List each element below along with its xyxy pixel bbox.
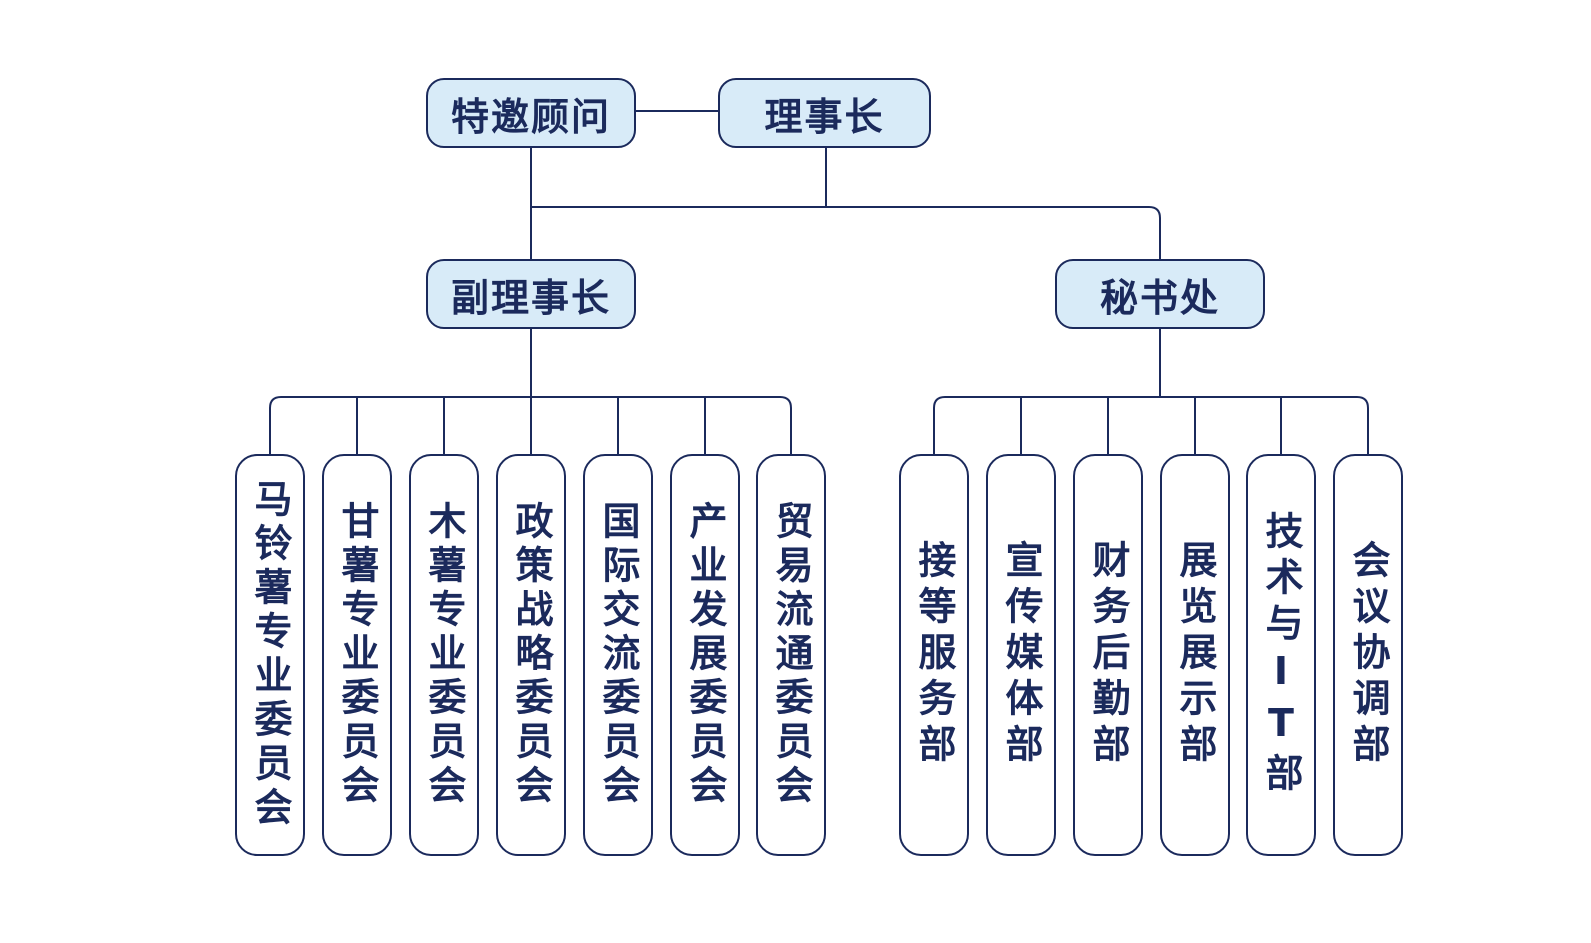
committee-label: 国际交流委员会: [596, 501, 640, 809]
committee-trade-circulation: 贸易流通委员会: [756, 454, 826, 856]
department-exhibition: 展览展示部: [1160, 454, 1230, 856]
committee-label: 木薯专业委员会: [422, 501, 466, 809]
committee-label: 马铃薯专业委员会: [248, 479, 292, 831]
department-label: 接等服务部: [912, 540, 956, 770]
committee-label: 贸易流通委员会: [769, 501, 813, 809]
committee-international-exchange: 国际交流委员会: [583, 454, 653, 856]
committee-potato: 马铃薯专业委员会: [235, 454, 305, 856]
department-meeting-coordination: 会议协调部: [1333, 454, 1403, 856]
vice-chairman-node: 副理事长: [426, 259, 636, 329]
department-media: 宣传媒体部: [986, 454, 1056, 856]
committee-policy-strategy: 政策战略委员会: [496, 454, 566, 856]
department-label: 展览展示部: [1173, 540, 1217, 770]
department-technology-it: 技术与IT部: [1246, 454, 1316, 856]
committee-industry-development: 产业发展委员会: [670, 454, 740, 856]
committee-sweet-potato: 甘薯专业委员会: [322, 454, 392, 856]
department-label: 宣传媒体部: [999, 540, 1043, 770]
chairman-node: 理事长: [718, 78, 931, 148]
departments-bus: [933, 396, 1369, 454]
secretariat-node: 秘书处: [1055, 259, 1265, 329]
department-label: 财务后勤部: [1086, 540, 1130, 770]
department-label: 技术与IT部: [1259, 511, 1303, 799]
department-label: 会议协调部: [1346, 540, 1390, 770]
committee-cassava: 木薯专业委员会: [409, 454, 479, 856]
department-reception-service: 接等服务部: [899, 454, 969, 856]
advisor-node: 特邀顾问: [426, 78, 636, 148]
connector-branch-secretariat: [531, 206, 1161, 259]
committee-label: 甘薯专业委员会: [335, 501, 379, 809]
committee-label: 政策战略委员会: [509, 501, 553, 809]
committee-label: 产业发展委员会: [683, 501, 727, 809]
department-finance-logistics: 财务后勤部: [1073, 454, 1143, 856]
